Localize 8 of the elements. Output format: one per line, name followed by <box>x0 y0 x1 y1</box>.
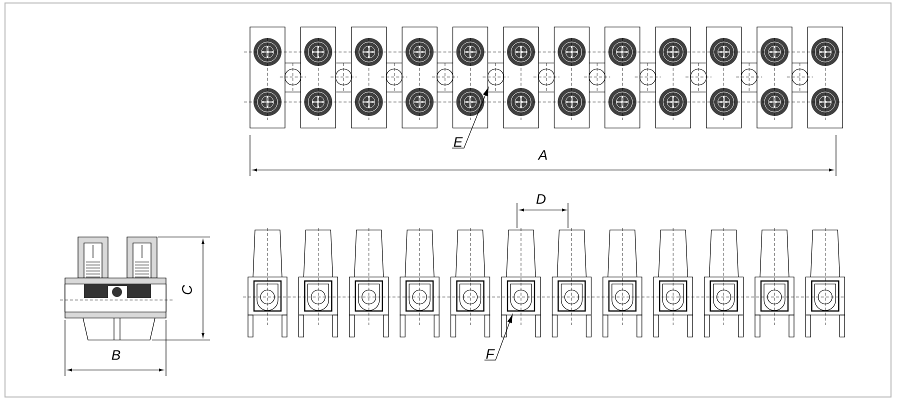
callout-letter: E <box>454 137 463 147</box>
leader-line <box>484 314 513 360</box>
dimension-label: A <box>538 150 547 160</box>
dimension-label: C <box>182 284 192 294</box>
dimension-label: D <box>536 194 546 204</box>
leader-line <box>452 87 489 148</box>
callout-letter: F <box>486 349 495 359</box>
dimension-label: B <box>112 350 120 360</box>
